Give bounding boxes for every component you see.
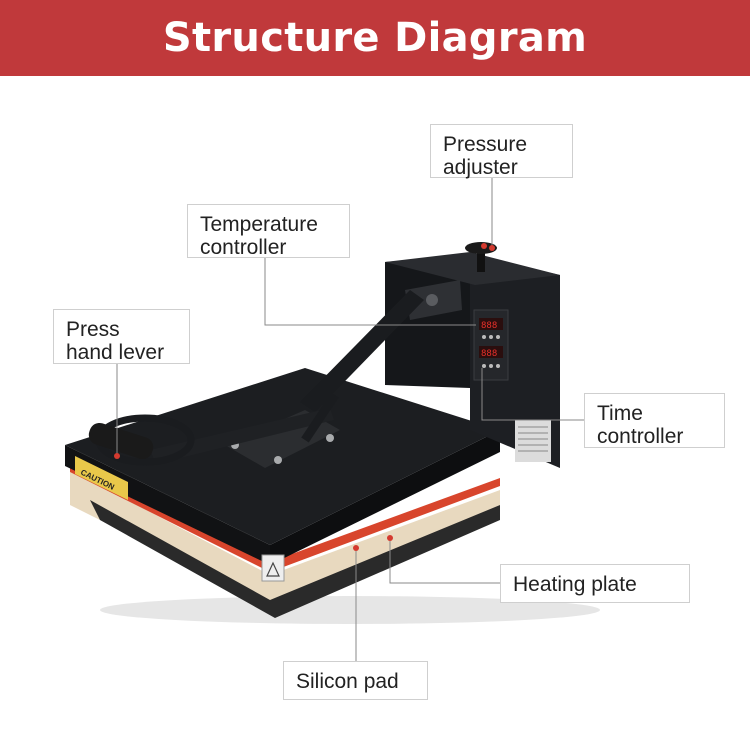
rear-housing-top [385, 252, 560, 285]
leader-lines [116, 178, 584, 661]
heating-plate-leader [389, 538, 500, 584]
callout-line: controller [597, 425, 684, 448]
rear-housing-side [470, 255, 560, 468]
control-button [482, 364, 486, 368]
callout-time-controller: Time controller [584, 393, 725, 448]
control-button [489, 364, 493, 368]
callout-line: Press [66, 318, 120, 341]
callout-line: Pressure [443, 133, 528, 156]
warning-sticker [261, 554, 285, 582]
pressure-adjuster-shaft [477, 250, 485, 272]
control-button [482, 335, 486, 339]
bolt [326, 434, 334, 442]
callout-line: adjuster [443, 156, 518, 179]
hinge-pivot [426, 294, 438, 306]
header-banner: Structure Diagram [0, 0, 750, 76]
caution-sticker [75, 456, 128, 500]
page-title: Structure Diagram [162, 15, 588, 61]
control-button [489, 335, 493, 339]
spec-label-lines [518, 426, 548, 452]
lower-base-edge [90, 500, 500, 618]
upper-platen-right [270, 430, 500, 565]
upper-platen-front [65, 445, 270, 565]
leader-dots [114, 245, 495, 551]
control-button [496, 335, 500, 339]
temperature-controller-leader [264, 258, 476, 326]
press-arm [300, 290, 424, 412]
floor-shadow [100, 596, 600, 624]
callout-silicon-pad: Silicon pad [283, 661, 428, 700]
temperature-digits: 888 [481, 321, 497, 331]
handle-grip [88, 422, 154, 460]
spec-label [515, 420, 551, 462]
callout-line: hand lever [66, 341, 165, 364]
control-button [496, 364, 500, 368]
callout-heating-plate: Heating plate [500, 564, 690, 603]
warning-triangle-icon [266, 561, 280, 577]
callout-press-hand-lever: Press hand lever [53, 309, 190, 364]
callout-line: Time [597, 402, 643, 425]
temperature-display [479, 318, 503, 330]
callout-temperature-controller: Temperature controller [187, 204, 350, 259]
callout-line: controller [200, 236, 287, 259]
callout-line: Heating plate [513, 573, 637, 596]
bolt [274, 456, 282, 464]
callout-line: Silicon pad [296, 670, 399, 693]
time-controller-leader [481, 368, 584, 421]
pressure-adjuster-knob [465, 242, 497, 254]
time-digits: 888 [481, 349, 497, 359]
pressure-knob-marker [481, 243, 487, 249]
callout-line: Temperature [200, 213, 318, 236]
time-display [479, 346, 503, 358]
lever-arm [150, 408, 334, 464]
callout-pressure-adjuster: Pressure adjuster [430, 124, 573, 179]
heating-plate-stripe [70, 462, 500, 572]
linkage-rod [301, 392, 339, 443]
